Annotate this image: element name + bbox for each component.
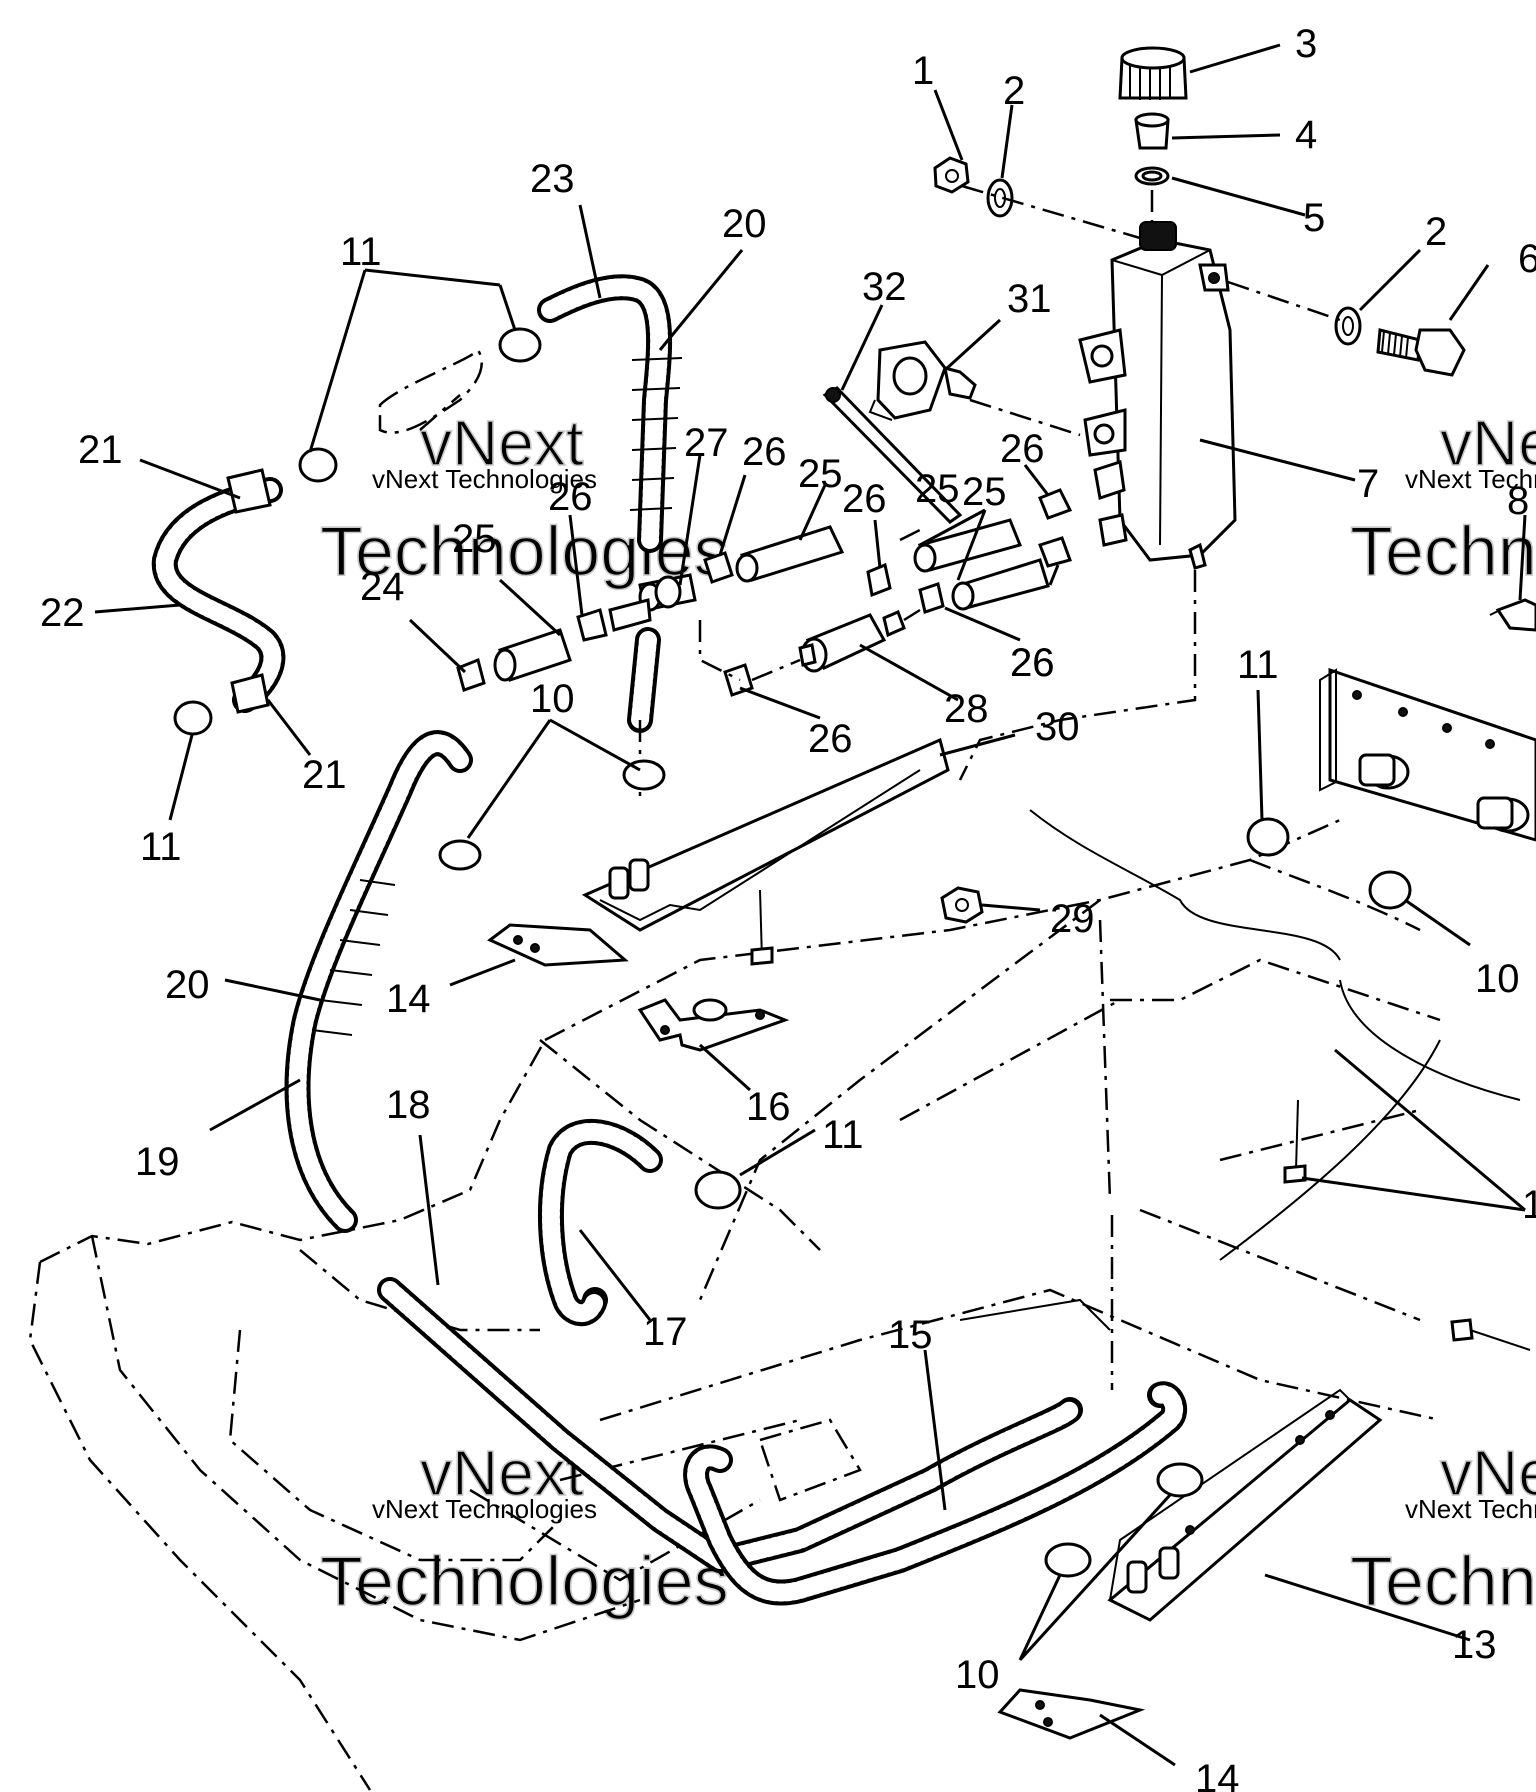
callout-11: 11 (822, 1113, 864, 1157)
watermark-brand: Technologies (1350, 1542, 1536, 1620)
chassis-outline (28, 809, 1521, 1791)
bolt-6 (1376, 328, 1466, 377)
callout-4: 4 (1295, 113, 1317, 157)
callout-13: 13 (1452, 1623, 1497, 1667)
callout-14: 14 (386, 977, 431, 1021)
reservoir-cap-3 (1118, 46, 1188, 100)
callout-2: 2 (1003, 69, 1025, 113)
callout-32: 32 (862, 265, 907, 309)
nut-29 (940, 886, 984, 924)
bracket-13 (1107, 1388, 1383, 1622)
callout-25: 25 (798, 452, 843, 496)
leader-lines (94, 43, 1527, 1767)
washer-2-right (1334, 306, 1362, 346)
callout-26: 26 (1010, 641, 1055, 685)
radiator-bracket-upper (1319, 667, 1536, 842)
callout-10: 10 (530, 677, 575, 721)
hose-clamp-11 (173, 327, 1290, 1210)
callout-5: 5 (1303, 196, 1325, 240)
watermark-caption: vNext Technologies (1405, 464, 1536, 494)
callout-25: 25 (962, 470, 1007, 514)
callout-31: 31 (1007, 277, 1052, 321)
callout-15: 15 (888, 1313, 933, 1357)
watermark-brand: Technologies (320, 1542, 729, 1620)
callout-20: 20 (722, 202, 767, 246)
callout-19: 19 (135, 1140, 180, 1184)
bracket-14-lower (997, 1688, 1146, 1740)
callout-26: 26 (842, 477, 887, 521)
watermark-caption: vNext Technologies (1405, 1494, 1536, 1524)
watermark-caption: vNext Technologies (372, 464, 597, 494)
callout-11: 11 (340, 230, 382, 274)
callout-10: 10 (955, 1653, 1000, 1697)
callout-3: 3 (1295, 22, 1317, 66)
callout-10: 10 (1475, 957, 1520, 1001)
callout-26: 26 (808, 717, 853, 761)
callout-21: 21 (302, 753, 347, 797)
callout-11: 11 (1237, 643, 1279, 687)
nut-1 (933, 156, 970, 194)
callout-27: 27 (684, 421, 729, 465)
callout-30: 30 (1035, 705, 1080, 749)
bracket-14-upper (487, 923, 629, 967)
cable-tie-32 (822, 386, 963, 524)
callout-26: 26 (1010, 641, 1055, 685)
screw-8 (1489, 598, 1536, 632)
callout-17: 17 (643, 1310, 688, 1354)
callout-25: 25 (452, 517, 497, 561)
watermark-brand: vNext (1440, 407, 1536, 479)
hose-17 (537, 1118, 663, 1327)
callout-6: 6 (1518, 237, 1536, 281)
tube-fitting-group (456, 488, 1073, 697)
callout-8: 8 (1507, 479, 1529, 523)
hose-23-20 (537, 274, 683, 733)
callout-1: 1 (912, 49, 934, 93)
callout-21: 21 (78, 428, 123, 472)
stud-bolt (750, 889, 1531, 1351)
o-ring-5 (1134, 166, 1170, 186)
callout-20: 20 (165, 963, 210, 1007)
hose-19-20 (284, 730, 473, 1233)
watermark-brand: Technologies (1350, 512, 1536, 590)
callout-26: 26 (1000, 427, 1045, 471)
callout-26: 26 (548, 475, 593, 519)
callout-26: 26 (742, 430, 787, 474)
cap-seal-4 (1134, 112, 1170, 150)
bracket-30 (581, 737, 950, 932)
callout-11: 11 (140, 825, 182, 869)
callout-14: 14 (1195, 1757, 1240, 1792)
callout-24: 24 (360, 565, 405, 609)
washer-2-left (986, 178, 1014, 218)
hose-22 (151, 468, 286, 714)
callout-7: 7 (1357, 462, 1379, 506)
watermark-brand: vNext (1440, 1437, 1536, 1509)
hose-18-15 (377, 1277, 1188, 1606)
callout-28: 28 (944, 687, 989, 731)
callout-18: 18 (386, 1083, 431, 1127)
callout-2: 2 (1425, 210, 1447, 254)
callout-25: 25 (915, 467, 960, 511)
watermark-brand: vNext (420, 407, 584, 479)
callout-labels: 1 2 3 4 5 2 6 7 8 11 23 20 32 31 21 22 2… (40, 22, 1536, 1792)
callout-23: 23 (530, 157, 575, 201)
bracket-16 (637, 998, 790, 1052)
callout-22: 22 (40, 591, 85, 635)
callout-16: 16 (746, 1085, 791, 1129)
mount-bracket-31 (868, 340, 977, 421)
callout-29: 29 (1050, 897, 1095, 941)
callout-1: 1 (1522, 1183, 1536, 1227)
coolant-reservoir (1078, 221, 1237, 570)
